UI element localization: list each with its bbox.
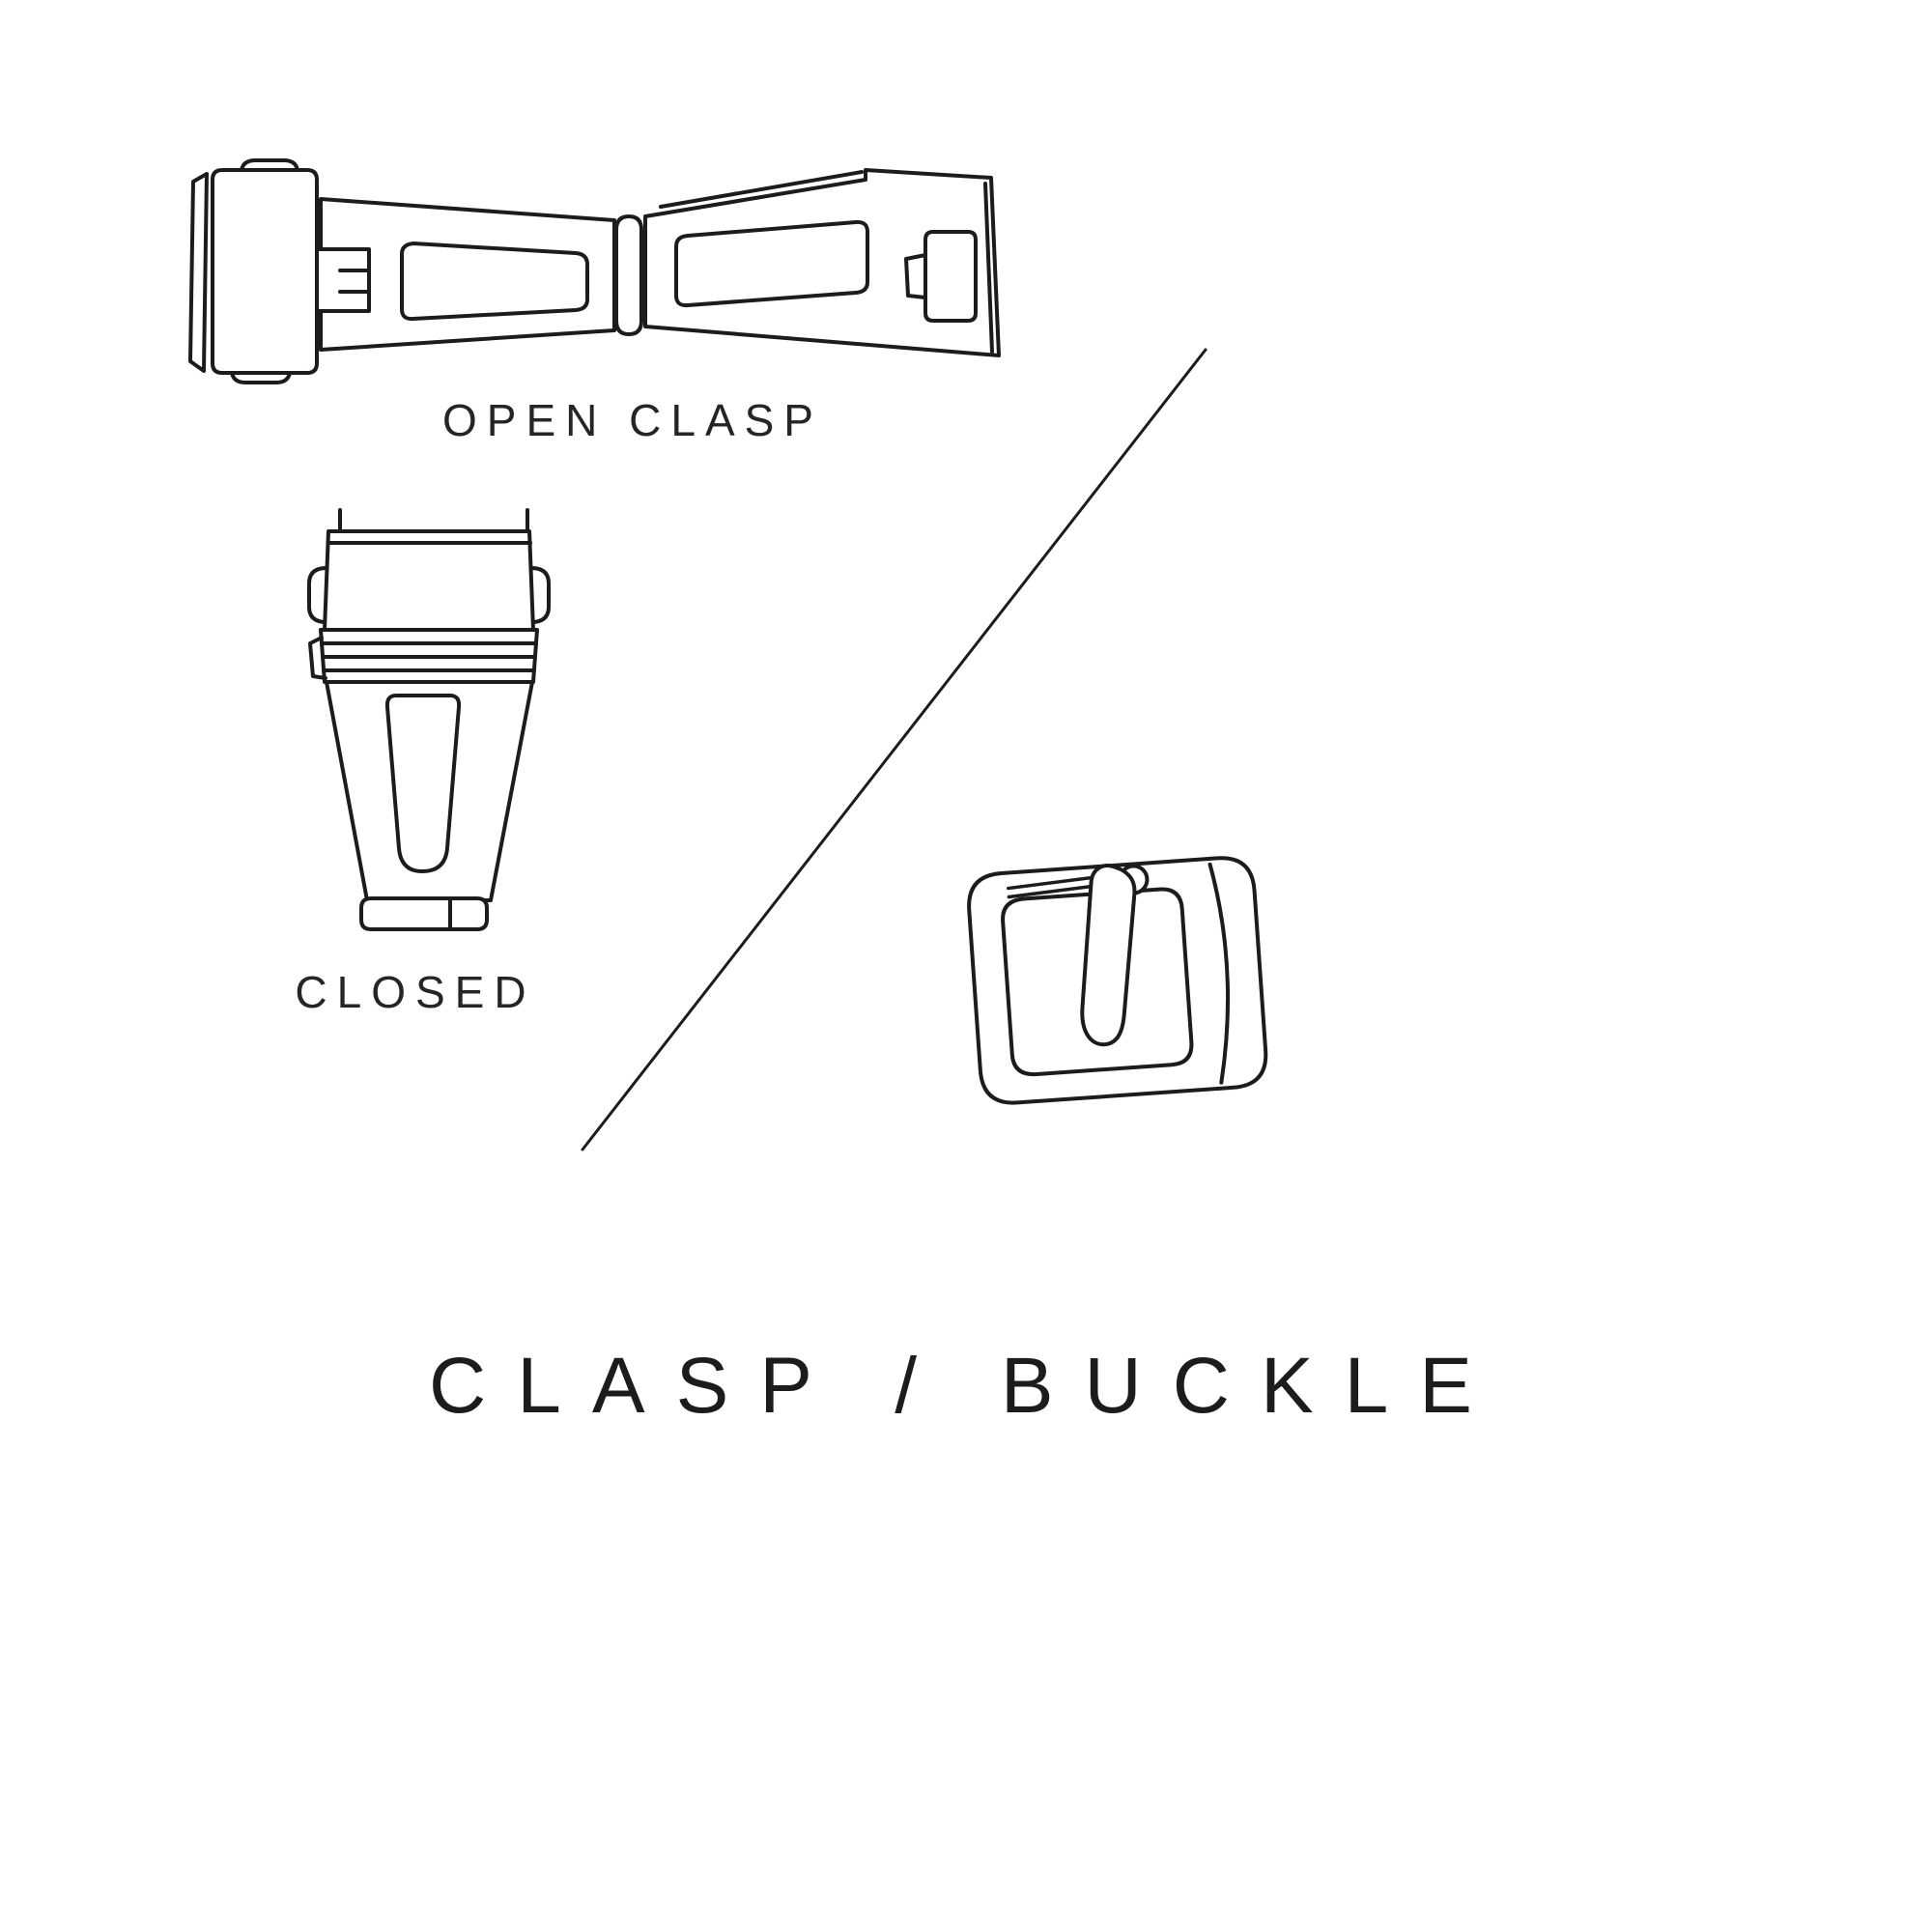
divider-line <box>581 348 1208 1151</box>
closed-label: CLOSED <box>295 967 536 1017</box>
open-clasp-illustration <box>188 158 1001 384</box>
buckle-illustration <box>967 856 1268 1105</box>
closed-clasp-illustration <box>307 508 551 931</box>
open-clasp-label: OPEN CLASP <box>442 395 823 445</box>
page-title: CLASP / BUCKLE <box>429 1342 1503 1430</box>
